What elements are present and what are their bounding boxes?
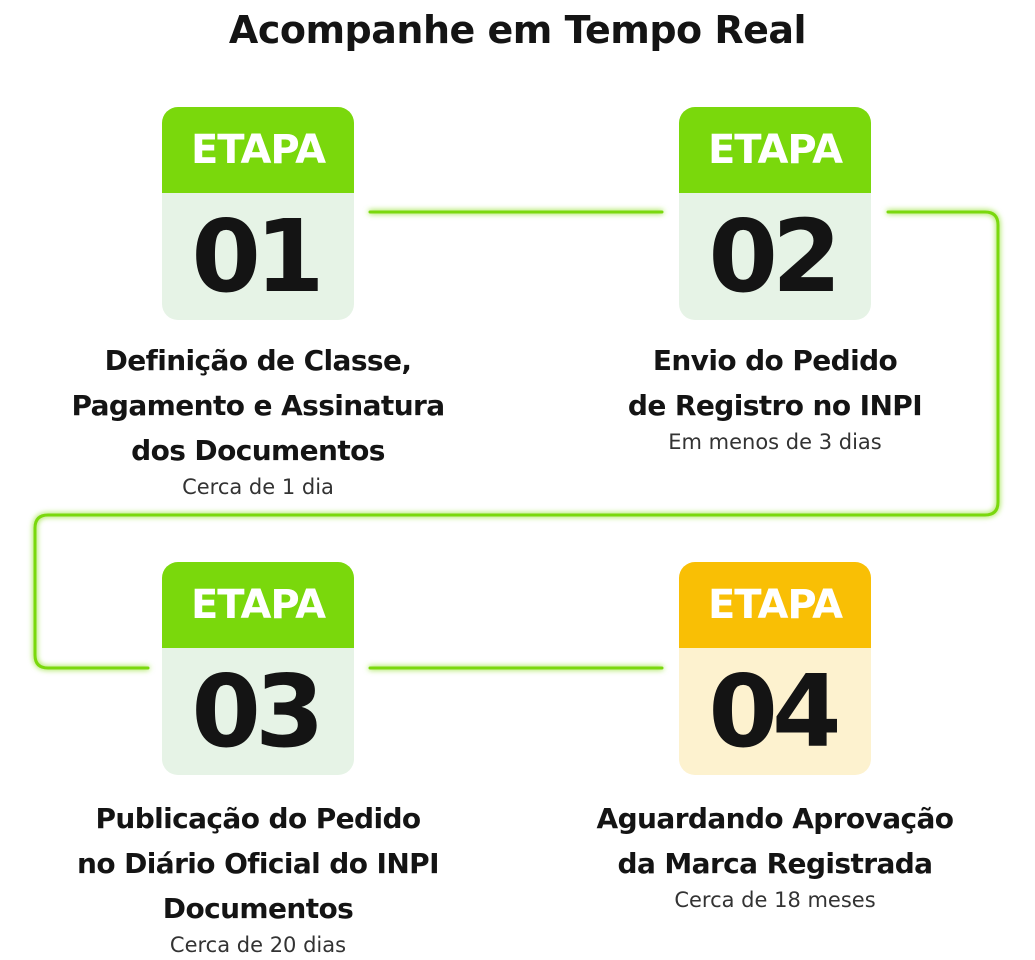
step-04-card: ETAPA 04: [679, 562, 871, 775]
step-title-line: Envio do Pedido: [652, 344, 898, 377]
step-duration: Cerca de 1 dia: [182, 475, 334, 499]
step-title-line: de Registro no INPI: [627, 389, 923, 422]
step-title-line: no Diário Oficial do INPI: [77, 847, 439, 880]
step-title-line: Publicação do Pedido: [95, 802, 421, 835]
step-label: ETAPA: [679, 562, 871, 648]
step-number: 02: [679, 193, 871, 320]
step-duration: Em menos de 3 dias: [668, 430, 882, 454]
step-01-card: ETAPA 01: [162, 107, 354, 320]
step-duration: Cerca de 20 dias: [169, 933, 347, 957]
connector-02-03: [33, 210, 1000, 670]
step-title-line: Documentos: [162, 892, 354, 925]
step-title-line: Pagamento e Assinatura: [71, 389, 445, 422]
step-03-card: ETAPA 03: [162, 562, 354, 775]
step-title-line: dos Documentos: [131, 434, 385, 467]
page-title: Acompanhe em Tempo Real: [228, 8, 807, 52]
step-duration: Cerca de 18 meses: [674, 888, 876, 912]
step-title-line: da Marca Registrada: [617, 847, 934, 880]
step-label: ETAPA: [162, 562, 354, 648]
step-title-line: Aguardando Aprovação: [596, 802, 954, 835]
step-01-description: Definição de Classe, Pagamento e Assinat…: [18, 338, 498, 501]
step-03-description: Publicação do Pedido no Diário Oficial d…: [18, 796, 498, 959]
step-number: 03: [162, 648, 354, 775]
step-number: 04: [679, 648, 871, 775]
step-04-description: Aguardando Aprovação da Marca Registrada…: [535, 796, 1015, 914]
step-label: ETAPA: [679, 107, 871, 193]
step-02-card: ETAPA 02: [679, 107, 871, 320]
step-number: 01: [162, 193, 354, 320]
step-title-line: Definição de Classe,: [104, 344, 412, 377]
step-02-description: Envio do Pedido de Registro no INPI Em m…: [535, 338, 1015, 456]
step-label: ETAPA: [162, 107, 354, 193]
